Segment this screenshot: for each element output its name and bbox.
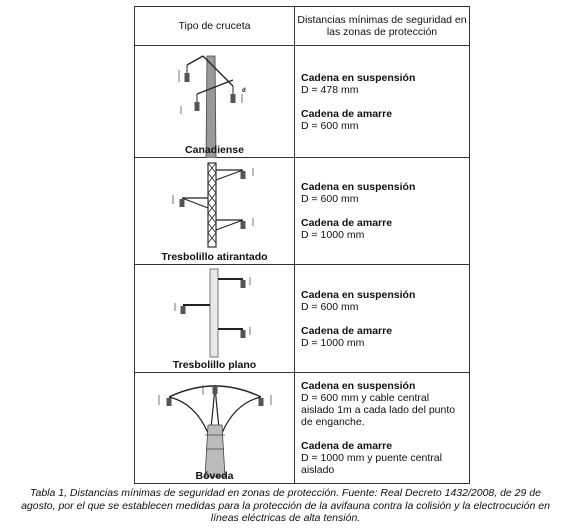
suspension-value: D = 478 mm <box>301 83 359 96</box>
tresbolillo-atirantado-diagram <box>172 162 254 248</box>
table-row: d Canadiense Cadena en suspensión D = 47… <box>134 45 470 158</box>
distance-text-cell: Cadena en suspensión D = 600 mm Cadena d… <box>294 157 470 265</box>
suspension-title: Cadena en suspensión <box>301 380 416 392</box>
table-caption: Tabla 1, Distancias mínimas de seguridad… <box>21 487 550 524</box>
crossarm-figure-cell: Tresbolillo atirantado <box>134 157 295 265</box>
crossarm-name: Tresbolillo atirantado <box>161 251 268 263</box>
anchor-title: Cadena de amarre <box>301 217 393 229</box>
boveda-crossarm-diagram <box>158 384 272 478</box>
crossarm-figure-cell: Tresbolillo plano <box>134 264 295 373</box>
anchor-title: Cadena de amarre <box>301 107 393 120</box>
table-header-row: Tipo de cruceta Distancias mínimas de se… <box>134 6 470 46</box>
canadiense-crossarm-diagram <box>178 55 243 158</box>
crossarm-figure-cell: Bóveda <box>134 372 295 484</box>
tresbolillo-plano-diagram <box>174 268 251 358</box>
anchor-value: D = 600 mm <box>301 119 359 132</box>
crossarm-name: Canadiense <box>185 144 244 156</box>
crossarm-figure-cell: d Canadiense <box>134 45 295 158</box>
distance-text-cell: Cadena en suspensión D = 600 mm Cadena d… <box>294 264 470 373</box>
suspension-title: Cadena en suspensión <box>301 288 416 301</box>
safety-distance-table: Tipo de cruceta Distancias mínimas de se… <box>134 6 470 484</box>
suspension-title: Cadena en suspensión <box>301 181 416 193</box>
crossarm-name: Tresbolillo plano <box>172 359 257 371</box>
header-min-distances: Distancias mínimas de seguridad en las z… <box>294 6 470 46</box>
anchor-value: D = 1000 mm <box>301 229 365 241</box>
suspension-value: D = 600 mm <box>301 300 359 313</box>
table-row: Tresbolillo atirantado Cadena en suspens… <box>134 157 470 265</box>
anchor-title: Cadena de amarre <box>301 440 393 452</box>
suspension-value: D = 600 mm y cable central aislado 1m a … <box>301 392 456 428</box>
table-row: Tresbolillo plano Cadena en suspensión D… <box>134 264 470 373</box>
anchor-title: Cadena de amarre <box>301 324 393 337</box>
anchor-value: D = 1000 mm <box>301 336 365 349</box>
crossarm-name: Bóveda <box>195 470 234 482</box>
header-crossarm-type: Tipo de cruceta <box>134 6 295 46</box>
suspension-value: D = 600 mm <box>301 193 359 205</box>
distance-text-cell: Cadena en suspensión D = 478 mm Cadena d… <box>294 45 470 158</box>
table-row: Bóveda Cadena en suspensión D = 600 mm y… <box>134 372 470 484</box>
suspension-title: Cadena en suspensión <box>301 71 416 84</box>
distance-text-cell: Cadena en suspensión D = 600 mm y cable … <box>294 372 470 484</box>
anchor-value: D = 1000 mm y puente central aislado <box>301 452 442 476</box>
distance-label-d: d <box>242 88 246 94</box>
